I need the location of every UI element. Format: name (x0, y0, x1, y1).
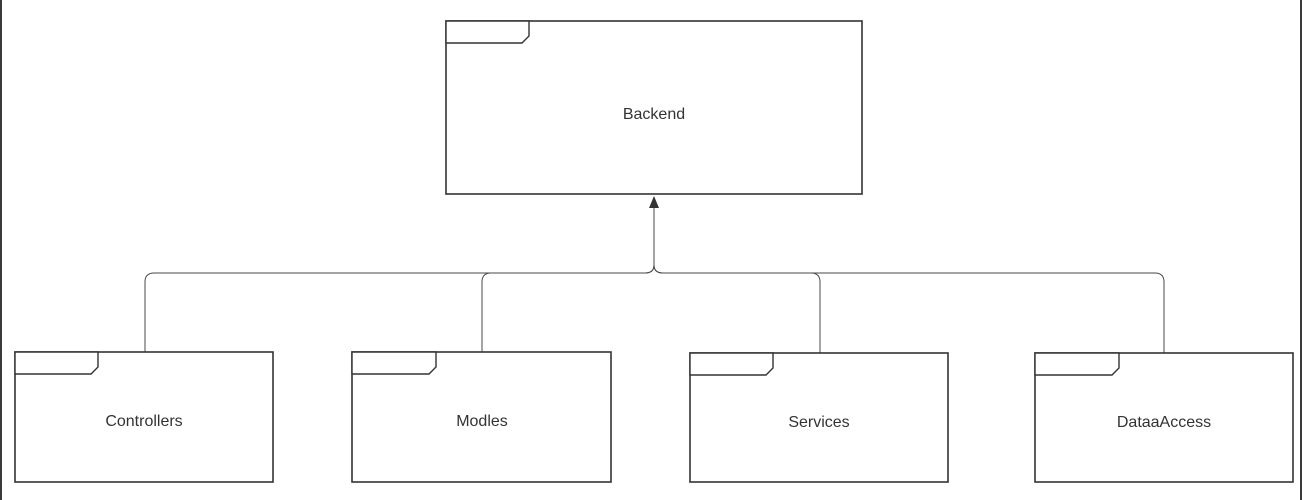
package-tab-icon (1034, 352, 1120, 376)
package-label-services: Services (788, 414, 849, 431)
connector-dataaaccess[interactable] (653, 264, 1165, 353)
package-dataaaccess[interactable]: DataaAccess (1034, 352, 1294, 483)
package-controllers[interactable]: Controllers (14, 351, 274, 483)
package-label-modles: Modles (456, 413, 508, 430)
package-services[interactable]: Services (689, 352, 949, 483)
package-tab-icon (351, 351, 437, 375)
package-tab-icon (689, 352, 774, 376)
package-tab-icon (445, 20, 530, 44)
connector-services[interactable] (653, 264, 821, 353)
generalization-connectors (144, 196, 1165, 353)
arrowhead-icon (649, 196, 659, 208)
package-tab-icon (14, 351, 99, 375)
connector-controllers[interactable] (144, 200, 655, 352)
package-label-dataaaccess: DataaAccess (1117, 414, 1211, 431)
package-label-backend: Backend (623, 106, 685, 123)
connector-modles[interactable] (481, 264, 655, 352)
package-label-controllers: Controllers (105, 413, 182, 430)
package-modles[interactable]: Modles (351, 351, 612, 483)
package-backend[interactable]: Backend (445, 20, 863, 195)
